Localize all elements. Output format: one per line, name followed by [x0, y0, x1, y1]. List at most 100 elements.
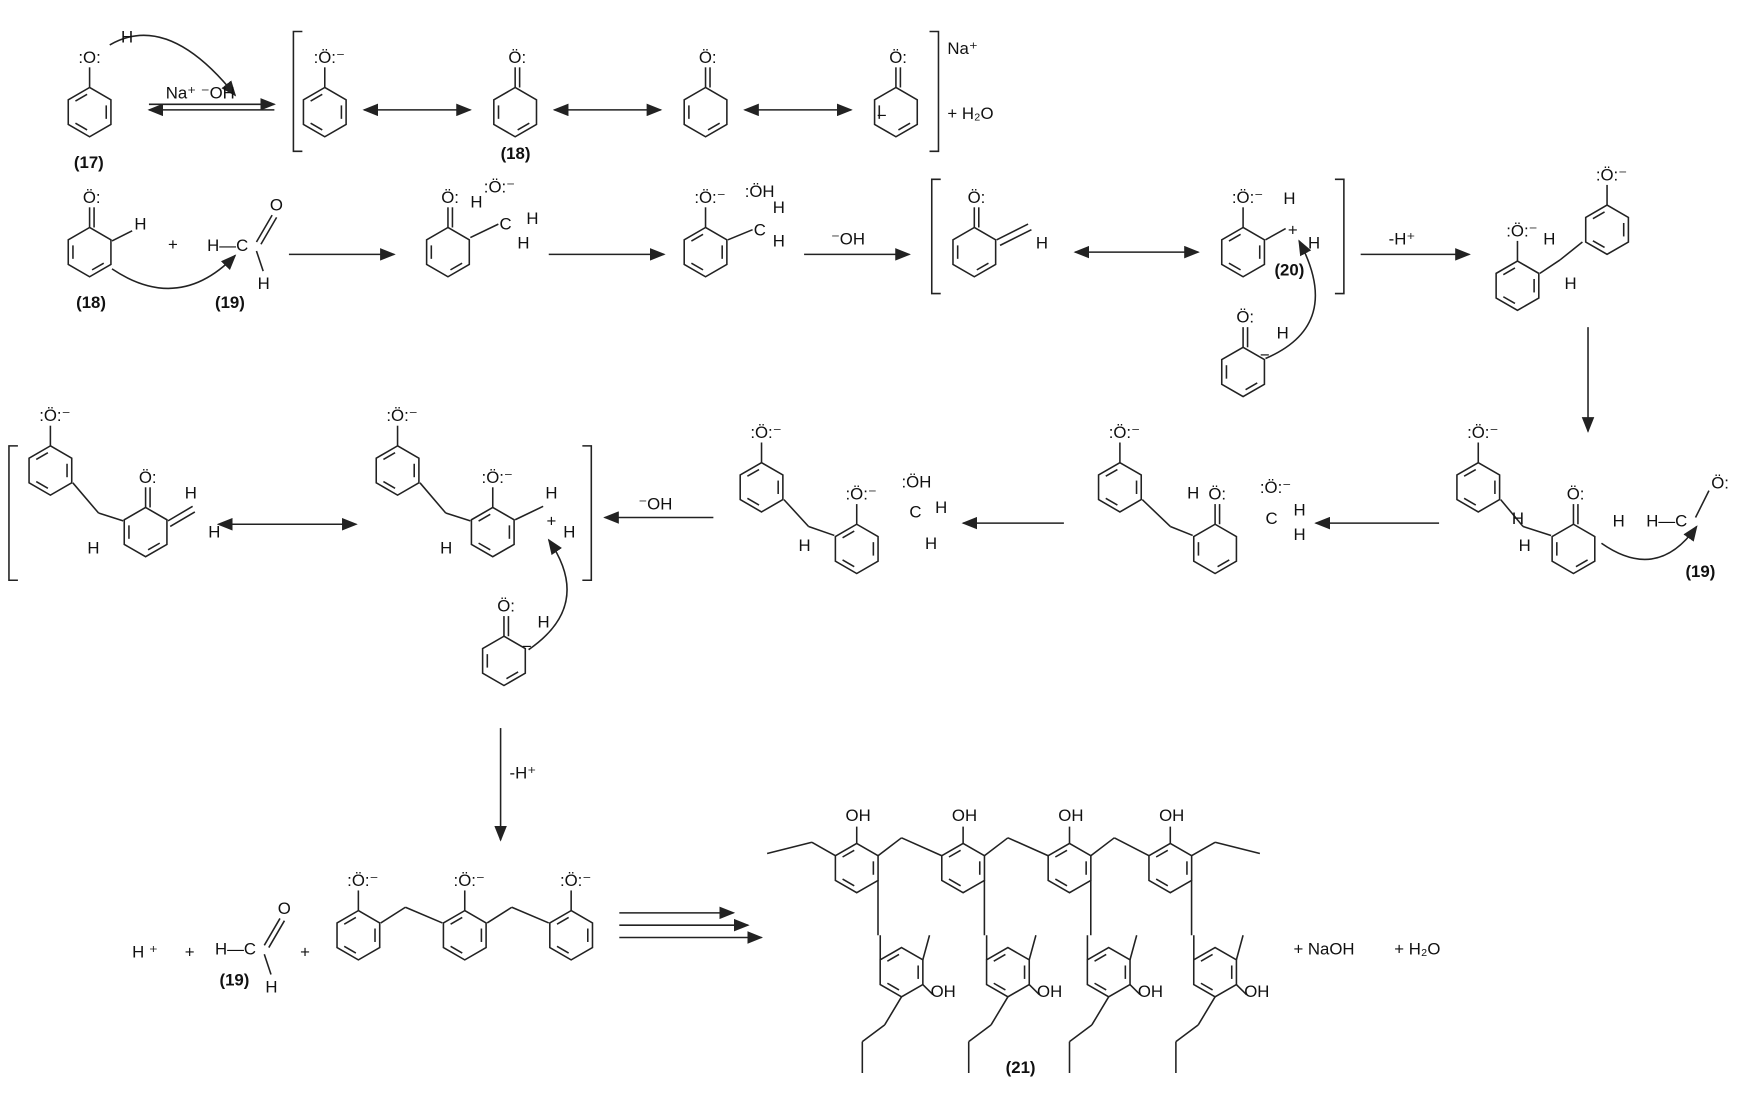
oxygen-label: :Ö:⁻	[314, 48, 345, 67]
oxygen-label: :Ö:⁻	[1596, 165, 1627, 184]
nucleophilic-attack-arrow	[1601, 525, 1698, 561]
bond	[1129, 935, 1138, 961]
polymer-ring	[1086, 946, 1131, 998]
aromatic-ring	[336, 909, 381, 961]
bond	[255, 250, 264, 272]
bond	[419, 482, 447, 514]
polymer-ring	[940, 842, 986, 894]
aromatic-ring	[493, 86, 538, 138]
hydroxyl-label: OH	[952, 806, 977, 825]
c-oh-bond	[1028, 983, 1040, 996]
bond	[983, 837, 1009, 857]
aromatic-ring	[425, 226, 471, 278]
negative-charge: −	[1260, 346, 1270, 365]
left-bracket	[8, 445, 18, 582]
bond	[990, 996, 1009, 1026]
carbonyl-oxygen-label: Ö:	[1567, 485, 1585, 504]
oxygen-label: :Ö:⁻	[484, 178, 515, 197]
left-bracket	[930, 178, 941, 295]
compound-18-label: (18)	[501, 144, 531, 163]
electron-push-arrow	[109, 34, 237, 97]
bond	[380, 906, 406, 924]
double-bond	[886, 953, 900, 962]
aromatic-ring	[834, 523, 879, 575]
hydrogen-label: H	[798, 536, 810, 555]
hydrogen-label: H	[1293, 525, 1305, 544]
right-bracket	[582, 445, 593, 582]
oxygen-label: :Ö:⁻	[1506, 221, 1537, 240]
aromatic-ring	[28, 444, 73, 497]
double-bond	[310, 122, 323, 131]
aromatic-ring	[1192, 523, 1238, 575]
bond	[968, 1024, 992, 1043]
oxygen-label: :Ö:⁻	[347, 871, 378, 890]
negative-charge: −	[522, 637, 532, 656]
hydrogen-label: H	[1519, 536, 1531, 555]
hydrogen-label: H	[1613, 511, 1625, 530]
bond	[1559, 241, 1583, 261]
double-bond	[450, 262, 463, 271]
double-bond	[976, 262, 989, 271]
sodium-cation: Na⁺	[947, 39, 977, 58]
polymer-chain	[766, 841, 813, 855]
double-bond	[1228, 233, 1241, 242]
polymer-ring	[1192, 946, 1238, 998]
deprotonation-label: -H⁺	[510, 763, 537, 782]
bond	[486, 906, 513, 924]
hydroxyl-label: :ÖH	[745, 182, 775, 201]
double-bond	[842, 878, 855, 887]
formaldehyde-oxygen: Ö:	[1711, 473, 1729, 492]
double-bond	[842, 559, 855, 568]
bond	[1028, 935, 1037, 961]
double-bond	[1155, 849, 1169, 858]
bond	[1069, 1024, 1093, 1043]
polymer-ring	[1047, 842, 1092, 894]
carbonyl-oxygen-label: Ö:	[1208, 485, 1226, 504]
compound-21-label: (21)	[1006, 1058, 1036, 1077]
double-bond	[383, 480, 396, 489]
double-bond	[842, 530, 855, 539]
double-bond	[1094, 982, 1107, 991]
carbon-label: C	[499, 215, 511, 234]
double-bond	[91, 262, 105, 271]
double-bond	[1228, 262, 1241, 271]
double-bond	[948, 849, 962, 858]
hydrogen-label: H	[440, 538, 452, 557]
negative-charge: −	[877, 106, 887, 125]
carbon-label: C	[754, 220, 766, 239]
compound-19-label: (19)	[1685, 562, 1715, 581]
double-bond	[746, 497, 760, 506]
aromatic-ring	[873, 86, 919, 138]
c-o-double-bond	[263, 918, 281, 946]
plus-sign: +	[168, 235, 178, 254]
formaldehyde-hc-label: H—C	[207, 236, 248, 255]
c-oh-bond	[1235, 983, 1248, 996]
oxygen-label: :Ö:⁻	[454, 871, 485, 890]
hydroxyl-label: OH	[931, 982, 956, 1001]
double-bond	[35, 452, 49, 461]
bond	[1197, 996, 1216, 1026]
hydrogen-label: H	[1308, 234, 1320, 253]
bond	[996, 223, 1029, 241]
oxygen-label: :Ö:⁻	[750, 423, 781, 442]
carbonyl-oxygen-label: Ö:	[889, 48, 907, 67]
double-bond	[517, 122, 530, 131]
bond	[808, 525, 835, 537]
polymer-ring	[1148, 842, 1193, 894]
hydrogen-label: H	[563, 523, 575, 542]
carbonyl-oxygen-label: Ö:	[508, 48, 526, 67]
oxygen-label: :Ö:⁻	[1260, 478, 1291, 497]
hydrogen-label: H	[1293, 500, 1305, 519]
aromatic-ring	[481, 635, 527, 687]
double-bond	[1463, 497, 1477, 506]
positive-charge: +	[1288, 220, 1298, 239]
c-o-double-bond	[255, 214, 273, 243]
right-bracket	[929, 30, 940, 153]
bond	[727, 228, 753, 241]
double-bond	[993, 953, 1006, 962]
hydrogen-label: H	[545, 483, 557, 502]
bond	[1090, 837, 1115, 857]
double-bond	[993, 982, 1006, 991]
double-bond	[556, 916, 570, 925]
